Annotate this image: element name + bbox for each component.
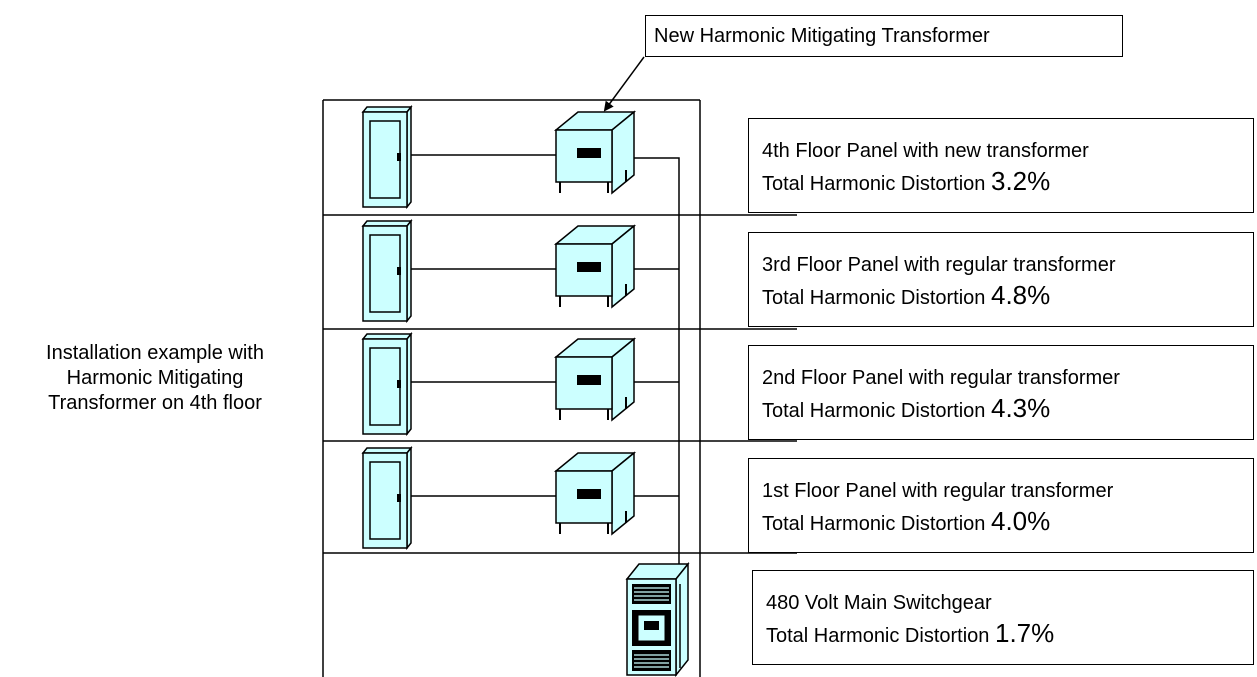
panel-label: 1st Floor Panel with regular transformer	[762, 480, 1114, 502]
switchgear-label: 480 Volt Main Switchgear	[766, 592, 992, 614]
new-transformer-callout: New Harmonic Mitigating Transformer	[645, 15, 1123, 57]
thd-label: Total Harmonic Distortion	[766, 625, 990, 647]
caption-line: Installation example with	[46, 342, 264, 364]
thd-line: Total Harmonic Distortion 4.0%	[762, 506, 1253, 539]
thd-label: Total Harmonic Distortion	[762, 513, 986, 535]
transformer-icon	[553, 337, 637, 422]
transformer-icon	[553, 110, 637, 195]
transformer-icon	[553, 451, 637, 536]
floor-2-equipment	[361, 331, 679, 437]
building-outline	[322, 99, 701, 677]
panel-label: 2nd Floor Panel with regular transformer	[762, 367, 1120, 389]
thd-line: Total Harmonic Distortion 4.8%	[762, 280, 1253, 313]
floor-2-info-box: 2nd Floor Panel with regular transformer…	[748, 345, 1254, 440]
thd-label: Total Harmonic Distortion	[762, 400, 986, 422]
floor-dividers	[323, 214, 797, 554]
floor-3-equipment	[361, 218, 679, 324]
panelboard-icon	[361, 104, 413, 210]
thd-value: 4.3%	[990, 393, 1051, 423]
floor-4-equipment	[361, 104, 637, 210]
caption-line: Harmonic Mitigating	[66, 367, 244, 389]
thd-value: 3.2%	[990, 166, 1051, 196]
callout-arrow	[603, 56, 645, 112]
thd-label: Total Harmonic Distortion	[762, 173, 986, 195]
thd-line: Total Harmonic Distortion 4.3%	[762, 393, 1253, 426]
thd-line: Total Harmonic Distortion 3.2%	[762, 166, 1253, 199]
caption-line: Transformer on 4th floor	[48, 392, 262, 414]
thd-label: Total Harmonic Distortion	[762, 287, 986, 309]
floor-1-equipment	[361, 445, 679, 551]
panelboard-icon	[361, 218, 413, 324]
panel-label: 3rd Floor Panel with regular transformer	[762, 254, 1116, 276]
panelboard-icon	[361, 331, 413, 437]
panel-label: 4th Floor Panel with new transformer	[762, 140, 1089, 162]
switchgear-icon	[625, 561, 690, 677]
panelboard-icon	[361, 445, 413, 551]
thd-value: 1.7%	[994, 618, 1055, 648]
floor-1-info-box: 1st Floor Panel with regular transformer…	[748, 458, 1254, 553]
floor-3-info-box: 3rd Floor Panel with regular transformer…	[748, 232, 1254, 327]
thd-value: 4.0%	[990, 506, 1051, 536]
thd-line: Total Harmonic Distortion 1.7%	[766, 618, 1253, 651]
diagram-caption: Installation example with Harmonic Mitig…	[0, 341, 310, 416]
riser-cable	[634, 157, 680, 567]
transformer-icon	[553, 224, 637, 309]
floor-4-info-box: 4th Floor Panel with new transformer Tot…	[748, 118, 1254, 213]
switchgear-info-box: 480 Volt Main Switchgear Total Harmonic …	[752, 570, 1254, 665]
thd-value: 4.8%	[990, 280, 1051, 310]
